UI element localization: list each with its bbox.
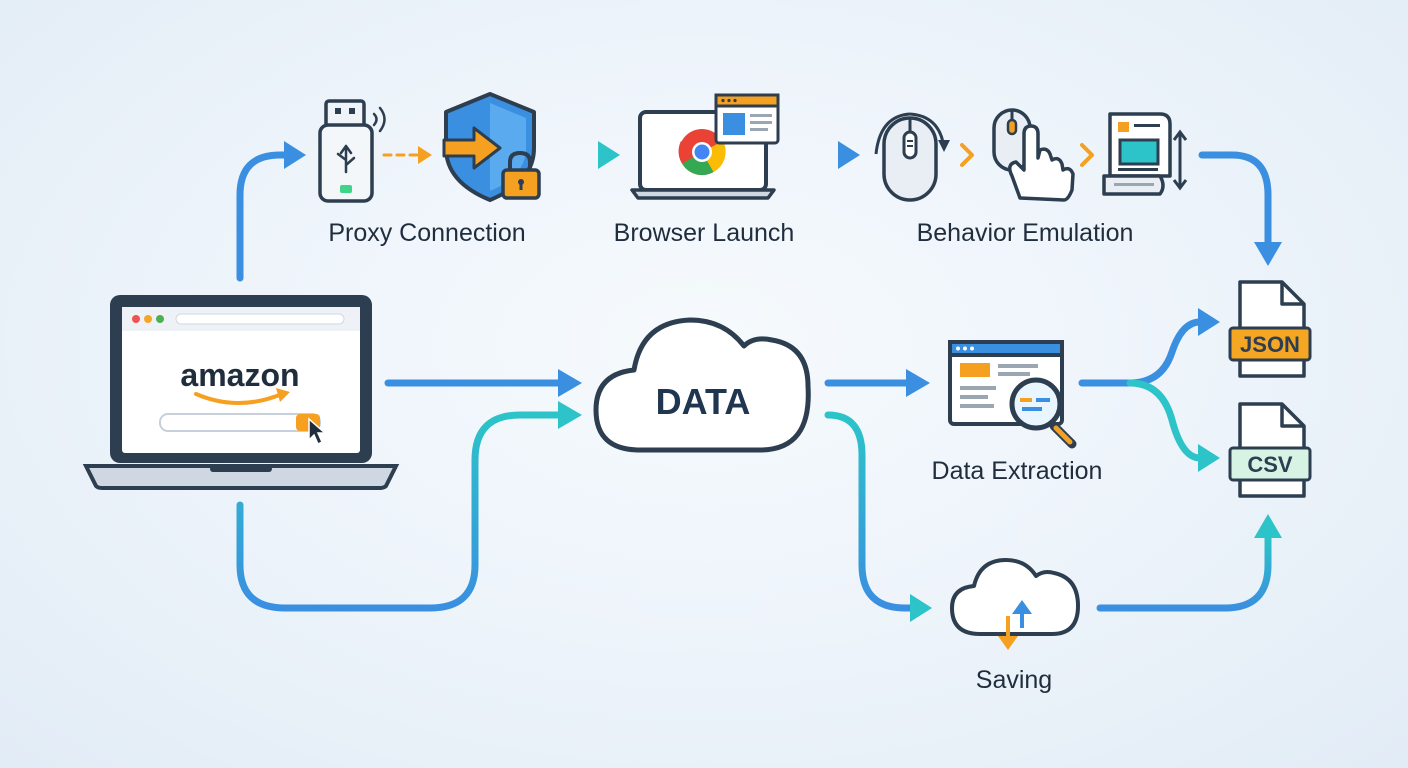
connectors [236,141,1282,622]
download-arrow-icon [998,636,1018,650]
chrome-icon [678,129,726,176]
magnifier-icon [1009,377,1077,449]
upload-arrow-icon [1012,600,1032,614]
connector-laptop-to-proxy [236,151,290,282]
search-page-icon [948,340,1077,449]
browser-window-icon [714,93,780,145]
data-label: DATA [656,381,751,422]
chevron-2 [1080,143,1094,167]
arrowhead-proxy [284,141,306,169]
arrowhead-shield [418,146,432,164]
connector-extraction-to-csv [1126,379,1204,462]
arrowhead-cloud-bottom [558,401,582,429]
arrowhead-csv [1198,444,1220,472]
csv-file-icon: CSV [1228,402,1312,498]
arrowhead-json-down [1254,242,1282,266]
arrowhead-saving [910,594,932,622]
pointer-cursor-icon [308,417,327,446]
laptop-icon: amazon [82,295,400,490]
usb-proxy-icon [318,99,386,203]
arrowhead-csv-up [1254,514,1282,538]
chevron-1 [960,143,974,167]
arrowhead-behavior [838,141,860,169]
json-file-icon: JSON [1228,280,1312,378]
saving-label: Saving [976,666,1052,694]
connector-laptop-loop-to-cloud [236,411,564,612]
amazon-smile [194,392,284,405]
cloud-sync-icon [950,558,1080,650]
proxy-arrow-icon [442,126,502,170]
browser-laptop-icon [630,93,780,200]
arrowhead-extraction [906,369,930,397]
hand-cursor-icon [992,108,1075,202]
arrowhead-json [1198,308,1220,336]
mouse-icon [874,112,950,202]
cloud-icon: DATA [593,317,811,453]
scroll-page-icon [1102,112,1188,196]
proxy-connection-label: Proxy Connection [328,219,525,247]
json-label: JSON [1240,332,1300,357]
connector-saving-to-csv [1096,532,1272,612]
connector-behavior-to-json [1198,151,1272,248]
shield-lock-icon [442,92,541,202]
arrowhead-cloud-top [558,369,582,397]
arrowhead-browser [598,141,620,169]
data-extraction-label: Data Extraction [932,457,1103,485]
connector-cloud-to-saving [824,411,916,612]
amazon-logo-text: amazon [180,357,299,393]
behavior-emulation-label: Behavior Emulation [917,219,1134,247]
connector-extraction-to-json [1078,318,1204,387]
csv-label: CSV [1247,452,1293,477]
browser-launch-label: Browser Launch [614,219,795,247]
